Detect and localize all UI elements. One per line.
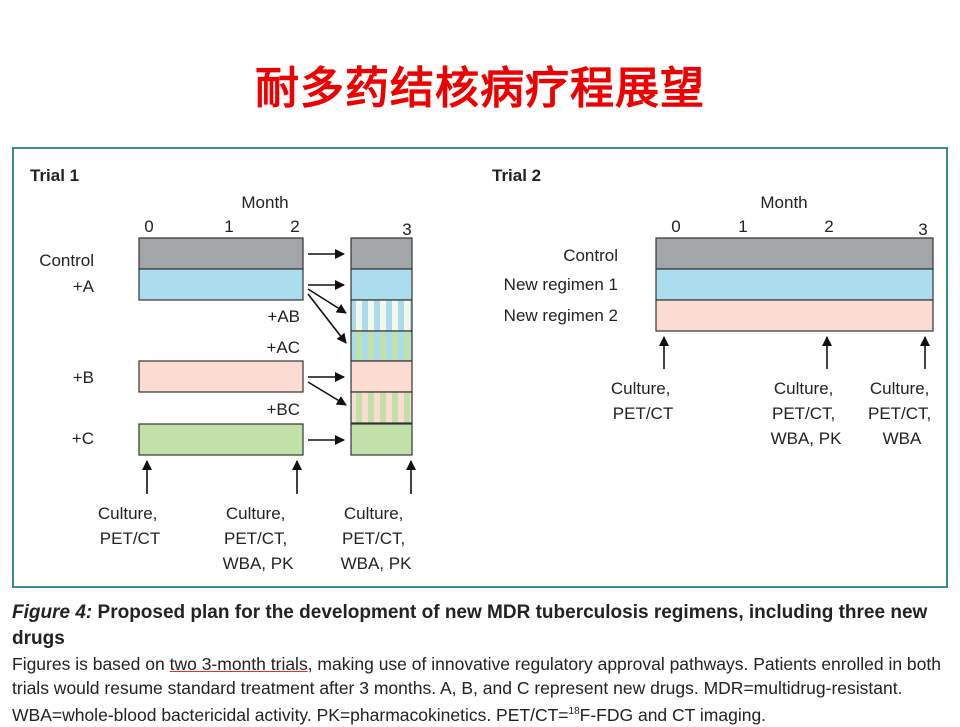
- trial2-marker-m3: Culture, PET/CT, WBA: [868, 379, 936, 448]
- caption-underlined-phrase: two 3-month trials: [169, 654, 308, 674]
- trial2-bar-control: [655, 237, 934, 270]
- trial2-row-label-control: Control: [563, 246, 618, 265]
- trial1-m3-bar-ac: [350, 330, 413, 362]
- trial1-bar-a: [138, 268, 304, 301]
- trial1-m3-bar-b: [350, 360, 413, 393]
- figure-panel: Trial 1 Month 0 1 2 3 Control +A +AB +AC…: [12, 147, 948, 588]
- trial1-m3-bar-a: [350, 268, 413, 301]
- trial2-marker-m0: Culture, PET/CT: [611, 379, 675, 423]
- trial1-month-label: Month: [241, 193, 288, 212]
- trial-diagram: Trial 1 Month 0 1 2 3 Control +A +AB +AC…: [30, 166, 936, 573]
- trial2-tick-0: 0: [671, 217, 680, 236]
- trial2-row-label-regimen2: New regimen 2: [504, 306, 618, 325]
- trial1-row-label-ab: +AB: [267, 307, 300, 326]
- trial2-bar-regimen1: [655, 268, 934, 301]
- trial2-label: Trial 2: [492, 166, 541, 185]
- caption-title: Figure 4: Proposed plan for the developm…: [12, 600, 952, 652]
- caption-line1-pre: Figures is based on: [12, 654, 170, 674]
- trial1-m3-bar-bc: [350, 391, 413, 424]
- trial1-tick-3: 3: [402, 220, 411, 239]
- caption-line3-pre: WBA=whole-blood bactericidal activity. P…: [12, 704, 569, 725]
- caption-line3-sup: 18: [568, 706, 580, 717]
- trial1-tick-2: 2: [290, 217, 299, 236]
- caption-line-2: trials would resume standard treatment a…: [12, 678, 903, 698]
- trial1-row-label-bc: +BC: [266, 400, 300, 419]
- trial1-bar-c: [138, 423, 304, 456]
- trial2-tick-3: 3: [918, 220, 927, 239]
- trial1-marker-m3: Culture, PET/CT, WBA, PK: [341, 504, 413, 573]
- trial2-row-label-regimen1: New regimen 1: [504, 275, 618, 294]
- trial2-tick-1: 1: [738, 217, 747, 236]
- trial1-marker-m0: Culture, PET/CT: [98, 504, 162, 548]
- caption-line3-post: F-FDG and CT imaging.: [579, 704, 767, 725]
- caption-line1-post: , making use of innovative regulatory ap…: [307, 654, 941, 674]
- trial1-m3-bar-ab: [350, 299, 413, 332]
- trial1-bar-control: [138, 237, 304, 270]
- trial1-m3-bar-control: [350, 237, 413, 270]
- trial1-row-label-control: Control: [39, 251, 94, 270]
- trial1-row-label-a: +A: [73, 277, 95, 296]
- trial2-bar-regimen2: [655, 299, 934, 332]
- caption-figure-label: Figure 4:: [12, 602, 93, 623]
- trial1-marker-m2: Culture, PET/CT, WBA, PK: [223, 504, 295, 573]
- arrow-a-to-ab: [307, 288, 347, 314]
- arrow-b-to-bc: [307, 381, 347, 406]
- caption-line-3: WBA=whole-blood bactericidal activity. P…: [12, 700, 952, 727]
- arrow-a-to-ac: [307, 293, 347, 344]
- trial1-row-label-c: +C: [72, 429, 94, 448]
- trial2-tick-2: 2: [824, 217, 833, 236]
- trial1-label: Trial 1: [30, 166, 79, 185]
- caption-title-text: Proposed plan for the development of new…: [12, 602, 928, 649]
- slide-title: 耐多药结核病疗程展望: [255, 63, 705, 114]
- trial1-m3-bar-c: [350, 423, 413, 456]
- trial2-marker-m2: Culture, PET/CT, WBA, PK: [771, 379, 843, 448]
- caption-line-1: Figures is based on two 3-month trials, …: [12, 652, 952, 676]
- trial1-bar-b: [138, 360, 304, 393]
- trial1-row-label-ac: +AC: [266, 338, 300, 357]
- trial2-month-label: Month: [760, 193, 807, 212]
- trial1-tick-1: 1: [224, 217, 233, 236]
- trial1-tick-0: 0: [144, 217, 153, 236]
- figure-caption: Figure 4: Proposed plan for the developm…: [12, 600, 952, 727]
- trial1-row-label-b: +B: [73, 368, 94, 387]
